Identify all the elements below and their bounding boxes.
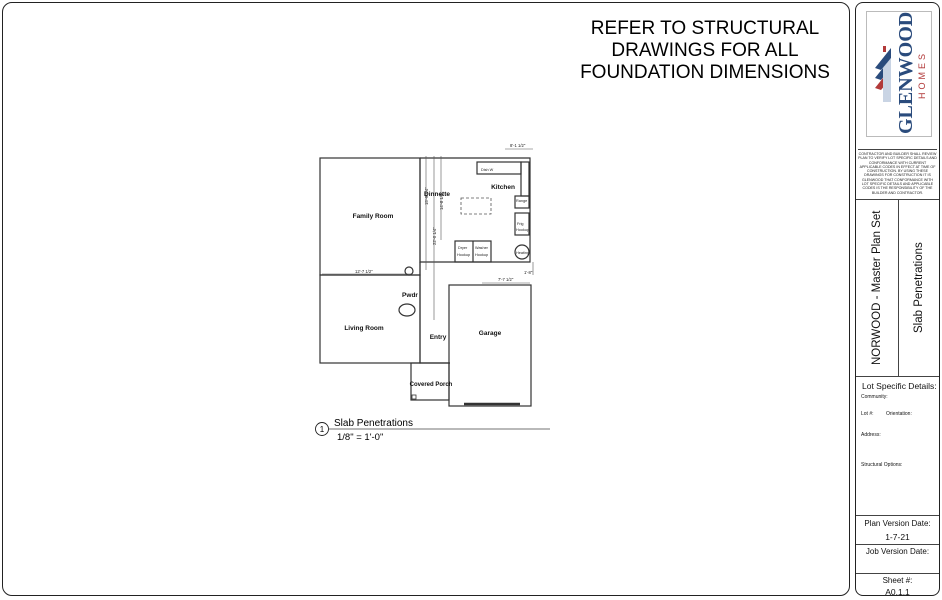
dim-family-width: 12'-7 1/2": [355, 269, 373, 274]
house-roof-icon: [875, 46, 891, 102]
room-label-covered-porch: Covered Porch: [410, 382, 453, 388]
dim-small-right: 1'-8": [524, 270, 533, 275]
fixture-label-dryer-2: Hookup: [457, 253, 470, 257]
fixture-label-range: Range: [516, 199, 527, 203]
room-label-dinnette: Dinnette: [424, 191, 450, 198]
logo-name: GLENWOOD: [895, 11, 917, 134]
contractor-disclaimer: CONTRACTOR AND BUILDER SHALL REVIEW PLAN…: [858, 149, 937, 197]
orientation-field: Orientation:: [886, 411, 912, 417]
room-label-pwdr: Pwdr: [402, 292, 418, 299]
plan-version-label: Plan Version Date:: [864, 519, 931, 528]
fixture-label-dryer-1: Dryer: [458, 246, 468, 250]
sheet-title: Slab Penetrations: [913, 242, 925, 334]
general-note-line-2: DRAWINGS FOR ALL: [611, 40, 799, 61]
slab-penetration-floor-plan: Family Room Dinnette Kitchen Pwdr Living…: [319, 143, 534, 407]
dim-top-right: 8'-1 1/2": [510, 143, 526, 148]
view-scale: 1/8" = 1'-0": [337, 432, 383, 443]
fixture-label-washer-2: Hookup: [475, 253, 488, 257]
lot-field: Lot #:: [861, 411, 874, 417]
title-block: GLENWOOD HOMES CONTRACTOR AND BUILDER SH…: [855, 2, 940, 596]
room-label-entry: Entry: [430, 334, 447, 341]
structural-options-field: Structural Options:: [861, 462, 903, 468]
sheet-title-row: NORWOOD - Master Plan Set Slab Penetrati…: [856, 199, 939, 377]
view-number: 1: [320, 425, 325, 434]
dim-b: 14'-8 1/4": [439, 192, 444, 210]
fixture-label-frig-2: Hookup: [516, 228, 529, 232]
sheet-number-value: A0.1.1: [885, 587, 910, 596]
general-note-line-3: FOUNDATION DIMENSIONS: [580, 62, 830, 83]
community-field: Community:: [861, 394, 888, 400]
address-field: Address:: [861, 432, 881, 438]
lot-specific-heading: Lot Specific Details:: [862, 381, 937, 391]
room-label-living-room: Living Room: [344, 325, 384, 332]
logo-sub: HOMES: [917, 51, 927, 100]
dim-garage-right: 7'-7 1/2": [498, 277, 514, 282]
separator: [856, 544, 939, 545]
room-label-family-room: Family Room: [353, 213, 394, 220]
separator: [856, 573, 939, 574]
title-divider: [898, 200, 899, 376]
general-note-line-1: REFER TO STRUCTURAL: [590, 18, 820, 39]
general-note: REFER TO STRUCTURAL DRAWINGS FOR ALL FOU…: [560, 18, 850, 84]
fixture-label-frig-1: Frig: [517, 222, 524, 226]
view-title: 1 Slab Penetrations 1/8" = 1'-0": [315, 418, 550, 443]
plan-set-name: NORWOOD - Master Plan Set: [871, 210, 883, 366]
fixture-label-washer-1: Washer: [475, 246, 489, 250]
view-title-text: Slab Penetrations: [334, 418, 413, 429]
sheet-number-label: Sheet #:: [882, 576, 913, 585]
dim-a: 15'-9 1/4": [424, 187, 429, 205]
job-version-label: Job Version Date:: [865, 547, 930, 556]
room-label-garage: Garage: [479, 330, 502, 337]
fixture-label-heating: Heating: [516, 251, 529, 255]
drawing-area-border: [2, 2, 850, 596]
dim-c: 22'-0 1/4": [432, 227, 437, 245]
fixture-label-dish-washer: Dish W: [481, 168, 494, 172]
room-label-kitchen: Kitchen: [491, 184, 515, 191]
separator: [856, 515, 939, 516]
glenwood-homes-logo: GLENWOOD HOMES: [866, 11, 932, 137]
plan-version-value: 1-7-21: [885, 532, 910, 542]
